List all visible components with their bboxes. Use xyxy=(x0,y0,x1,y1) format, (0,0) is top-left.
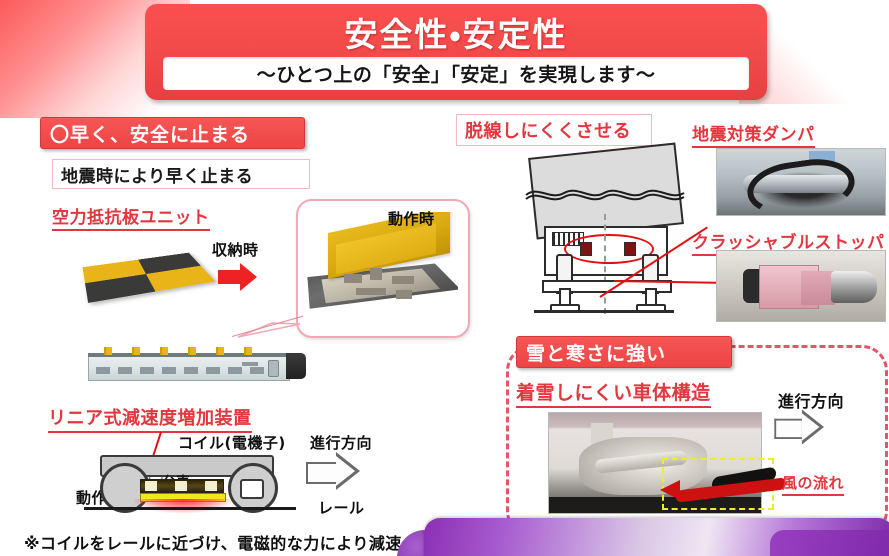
aero-panel-active-render xyxy=(306,212,458,324)
heading-snow-resistant-body-structure: 着雪しにくい車体構造 xyxy=(516,378,711,408)
footnote-coil-explanation: ※コイルをレールに近づけ、電磁的な力により減速 xyxy=(24,534,402,553)
decor-bottom-bar-secondary xyxy=(770,530,889,556)
label-stowed-state: 収納時 xyxy=(212,241,259,259)
break-line-icon xyxy=(525,189,685,201)
photo-crushable-stopper xyxy=(716,250,886,322)
label-coil-armature: コイル(電機子) xyxy=(178,434,286,452)
derailment-bogie-diagram xyxy=(520,142,700,330)
travel-direction-arrow-icon xyxy=(306,452,364,490)
label-wind-flow: 風の流れ xyxy=(782,472,845,496)
label-travel-direction-right: 進行方向 xyxy=(778,392,845,411)
callout-bubble-tail xyxy=(237,322,301,338)
title-card: 安全性・安定性 〜ひとつ上の「安全」「安定」を実現します〜 xyxy=(145,4,767,100)
label-travel-direction-left: 進行方向 xyxy=(310,434,373,452)
label-active-state: 動作時 xyxy=(388,210,435,228)
travel-direction-arrow-icon-right xyxy=(774,409,827,445)
train-side-view-illustration xyxy=(88,347,306,385)
label-rail: レール xyxy=(318,499,365,517)
bogie-linear-brake-diagram: 台車 xyxy=(84,455,298,517)
wind-flow-arrow-icon xyxy=(658,466,786,503)
banner-snow-cold-resistant: 雪と寒さに強い xyxy=(516,336,732,368)
photo-undercarriage xyxy=(548,412,762,514)
box-derailment-prevention: 脱線しにくくさせる xyxy=(456,114,652,146)
banner-fast-safe-stop: 〇早く、安全に止まる xyxy=(40,117,305,149)
page-subtitle: 〜ひとつ上の「安全」「安定」を実現します〜 xyxy=(256,64,656,86)
heading-earthquake-damper: 地震対策ダンパ xyxy=(692,120,815,148)
box-earthquake-faster-stop: 地震時により早く止まる xyxy=(52,159,310,189)
transition-arrow-icon xyxy=(218,263,260,291)
heading-linear-deceleration-device: リニア式減速度増加装置 xyxy=(48,404,252,433)
page-title: 安全性・安定性 xyxy=(344,15,568,54)
photo-earthquake-damper xyxy=(716,148,886,216)
title-subtitle-box: 〜ひとつ上の「安全」「安定」を実現します〜 xyxy=(163,57,749,90)
aero-panel-stowed-illustration xyxy=(82,252,216,303)
heading-aero-resistance-unit: 空力抵抗板ユニット xyxy=(52,203,210,231)
